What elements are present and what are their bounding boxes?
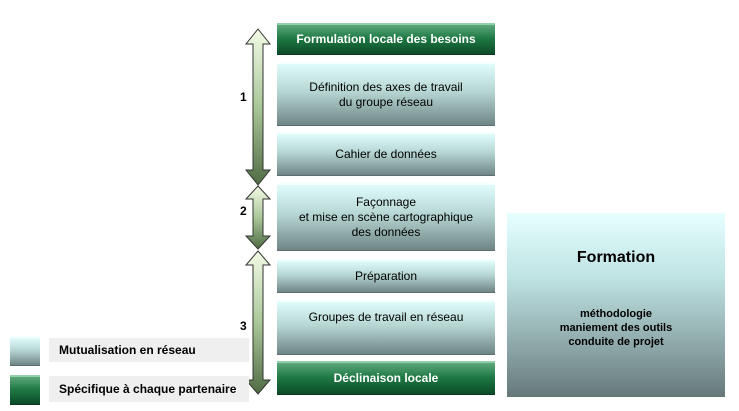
phase-3-arrow	[244, 250, 272, 395]
formation-items: méthodologie maniement des outils condui…	[507, 307, 725, 349]
step-faconnage: Façonnage et mise en scène cartographiqu…	[277, 183, 495, 251]
step-groupes-travail: Groupes de travail en réseau	[277, 300, 495, 355]
formation-item: méthodologie	[579, 308, 653, 320]
step-cahier-donnees: Cahier de données	[277, 132, 495, 176]
formation-title: Formation	[576, 249, 656, 266]
legend-label-mutual: Mutualisation en réseau	[49, 338, 249, 362]
formation-item: conduite de projet	[568, 336, 664, 348]
step-definition-axes: Définition des axes de travail du groupe…	[277, 62, 495, 126]
phase-number-1: 1	[240, 90, 247, 104]
phase-2-arrow	[244, 185, 272, 250]
step-preparation: Préparation	[277, 259, 495, 293]
legend-swatch-mutual	[10, 336, 40, 366]
step-declinaison-locale: Déclinaison locale	[277, 361, 495, 395]
formation-box: Formation méthodologie maniement des out…	[507, 213, 725, 397]
phase-number-2: 2	[240, 204, 247, 218]
step-formulation-locale: Formulation locale des besoins	[277, 23, 495, 55]
legend-label-specific: Spécifique à chaque partenaire	[49, 376, 249, 402]
legend-swatch-specific	[10, 375, 40, 405]
phase-1-arrow	[244, 28, 272, 186]
phase-number-3: 3	[240, 319, 247, 333]
formation-item: maniement des outils	[559, 322, 673, 334]
